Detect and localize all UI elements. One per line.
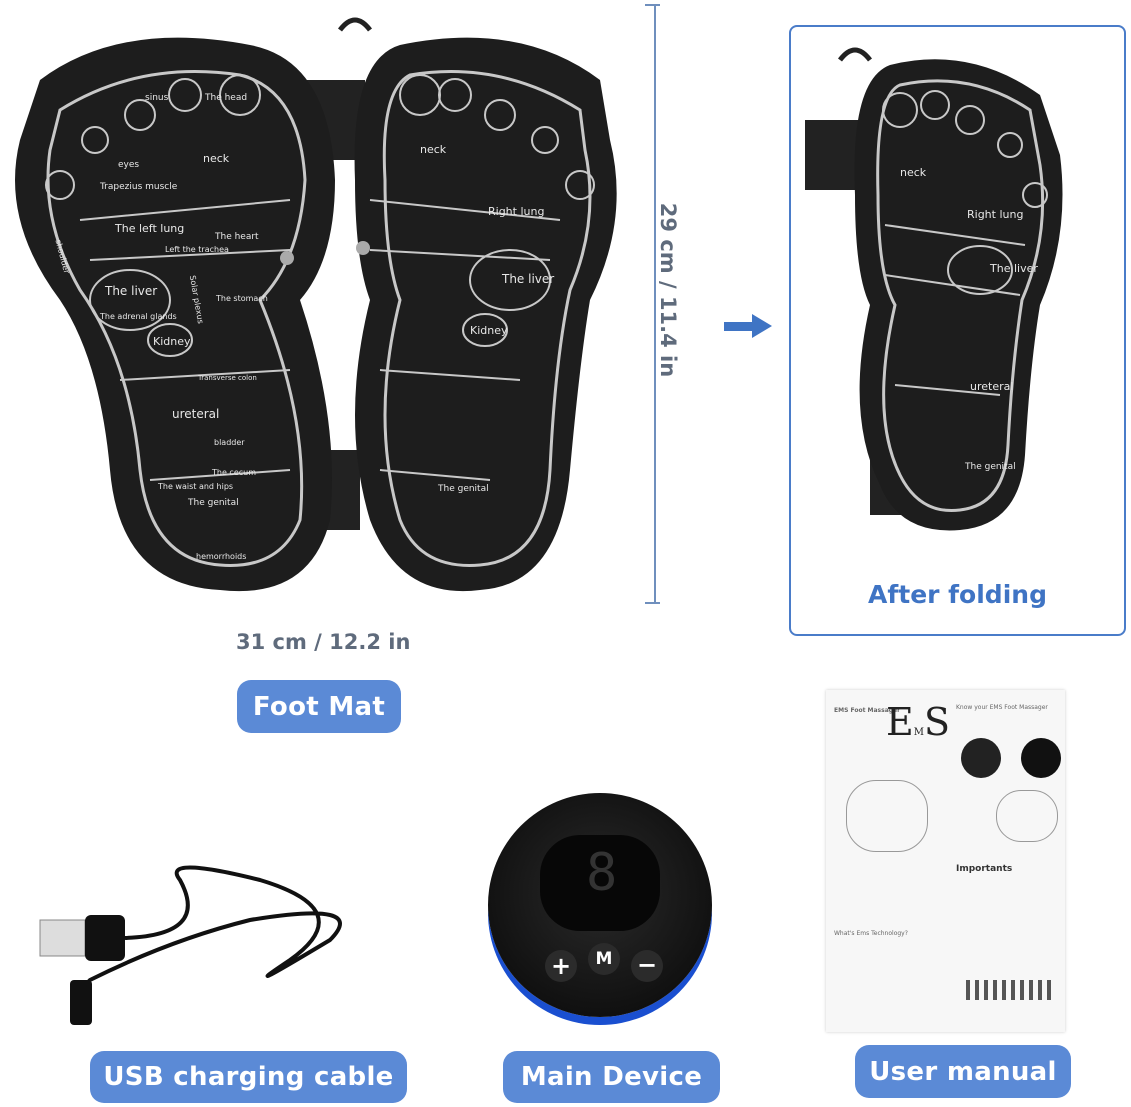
foot-zone-label: neck <box>900 166 927 179</box>
foot-zone-label: ureteral <box>172 407 220 421</box>
foot-zone-label: Right lung <box>488 205 545 218</box>
foot-zone-label: The stomach <box>216 294 268 303</box>
plus-button[interactable]: + <box>545 950 577 982</box>
foot-zone-label: Kidney <box>470 324 508 337</box>
foot-zone-label: Right lung <box>967 208 1024 221</box>
foot-zone-label: The head <box>205 93 248 103</box>
height-label: 29 cm / 11.4 in <box>656 202 680 378</box>
foot-zone-label: neck <box>203 152 230 165</box>
foot-zone-label: The liver <box>502 272 555 286</box>
foot-zone-label: The liver <box>990 262 1038 275</box>
foot-zone-label: The genital <box>188 498 239 508</box>
manual-section: Importants <box>956 864 1013 874</box>
usb-cable-image <box>39 865 342 1025</box>
foot-zone-label: Kidney <box>153 335 191 348</box>
foot-mat-image <box>15 17 617 592</box>
foot-zone-label: ureteral <box>970 380 1014 393</box>
folded-view-frame <box>789 25 1126 636</box>
manual-subsection: What's Ems Technology? <box>834 930 908 937</box>
usb-cable-label: USB charging cable <box>90 1051 407 1103</box>
folded-mat-image <box>805 47 1063 531</box>
width-label: 31 cm / 12.2 in <box>236 630 411 654</box>
foot-zone-label: The cecum <box>212 468 257 477</box>
minus-button[interactable]: − <box>631 950 663 982</box>
left-foot-pad <box>15 37 335 592</box>
foot-zone-label: Trapezius muscle <box>100 182 178 192</box>
foot-zone-label: The genital <box>965 462 1016 472</box>
foot-zone-label: The genital <box>438 484 489 494</box>
foot-zone-label: The left lung <box>115 222 185 235</box>
height-dimension-line <box>645 4 660 604</box>
arrow-right-icon <box>724 314 772 338</box>
foot-mat-label: Foot Mat <box>237 680 401 733</box>
manual-title: EMS Foot Massager <box>834 707 901 714</box>
device-display: 8 <box>586 843 618 903</box>
main-device: 8 + M − <box>488 793 712 1017</box>
foot-zone-label: neck <box>420 143 447 156</box>
foot-zone-label: The adrenal glands <box>100 312 177 321</box>
foot-zone-label: The waist and hips <box>158 482 234 491</box>
user-manual-label: User manual <box>855 1045 1071 1098</box>
foot-zone-label: The heart <box>215 232 259 242</box>
foot-zone-label: hemorrhoids <box>196 552 247 561</box>
user-manual-image: EMS Foot Massager EMS Know your EMS Foot… <box>826 690 1065 1032</box>
foot-zone-label: Transverse colon <box>198 374 257 382</box>
after-folding-caption: After folding <box>868 580 1047 609</box>
foot-zone-label: sinus <box>145 93 169 103</box>
foot-zone-label: The liver <box>105 284 158 298</box>
main-device-label: Main Device <box>503 1051 720 1103</box>
mode-button[interactable]: M <box>588 943 620 975</box>
foot-zone-label: bladder <box>214 438 245 447</box>
manual-heading: Know your EMS Foot Massager <box>956 704 1048 711</box>
manual-logo: EMS <box>886 700 951 744</box>
foot-zone-label: Left the trachea <box>165 245 229 254</box>
foot-zone-label: eyes <box>118 160 140 170</box>
